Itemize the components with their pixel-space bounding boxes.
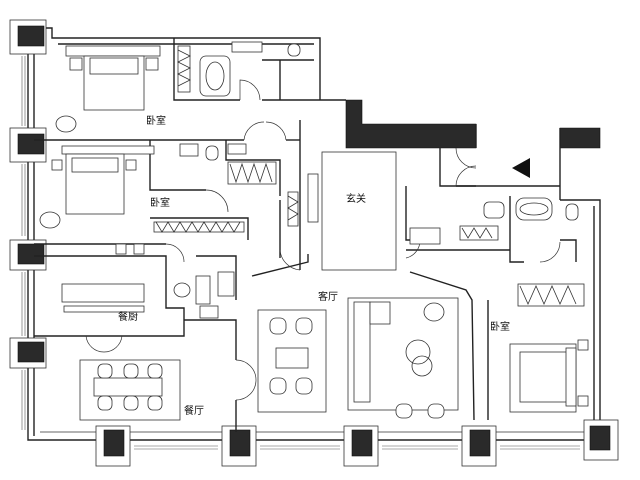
interior-walls: [34, 38, 577, 432]
living-furniture: [257, 151, 459, 419]
core-walls: [345, 99, 601, 200]
label-living-room: 客厅: [318, 290, 338, 303]
columns: [9, 19, 619, 467]
triangle-left-icon: [512, 158, 530, 178]
windows: [21, 56, 580, 450]
label-entrance: 玄关: [346, 192, 366, 205]
label-bedroom-right: 卧室: [490, 320, 510, 333]
room-labels: 卧室 卧室 玄关 客厅 餐厨 餐厅 卧室: [118, 114, 510, 417]
label-bedroom-top: 卧室: [146, 114, 166, 127]
bedroom-middle-furniture: [39, 143, 299, 233]
doors: [85, 79, 561, 401]
label-kitchen: 餐厨: [118, 310, 138, 323]
dining-furniture: [79, 359, 181, 421]
kitchen-furniture: [61, 243, 235, 319]
label-dining-room: 餐厅: [184, 404, 204, 417]
bedroom-right-furniture: [409, 158, 589, 413]
bedroom-top-furniture: [55, 41, 301, 133]
label-bedroom-middle: 卧室: [150, 196, 170, 209]
